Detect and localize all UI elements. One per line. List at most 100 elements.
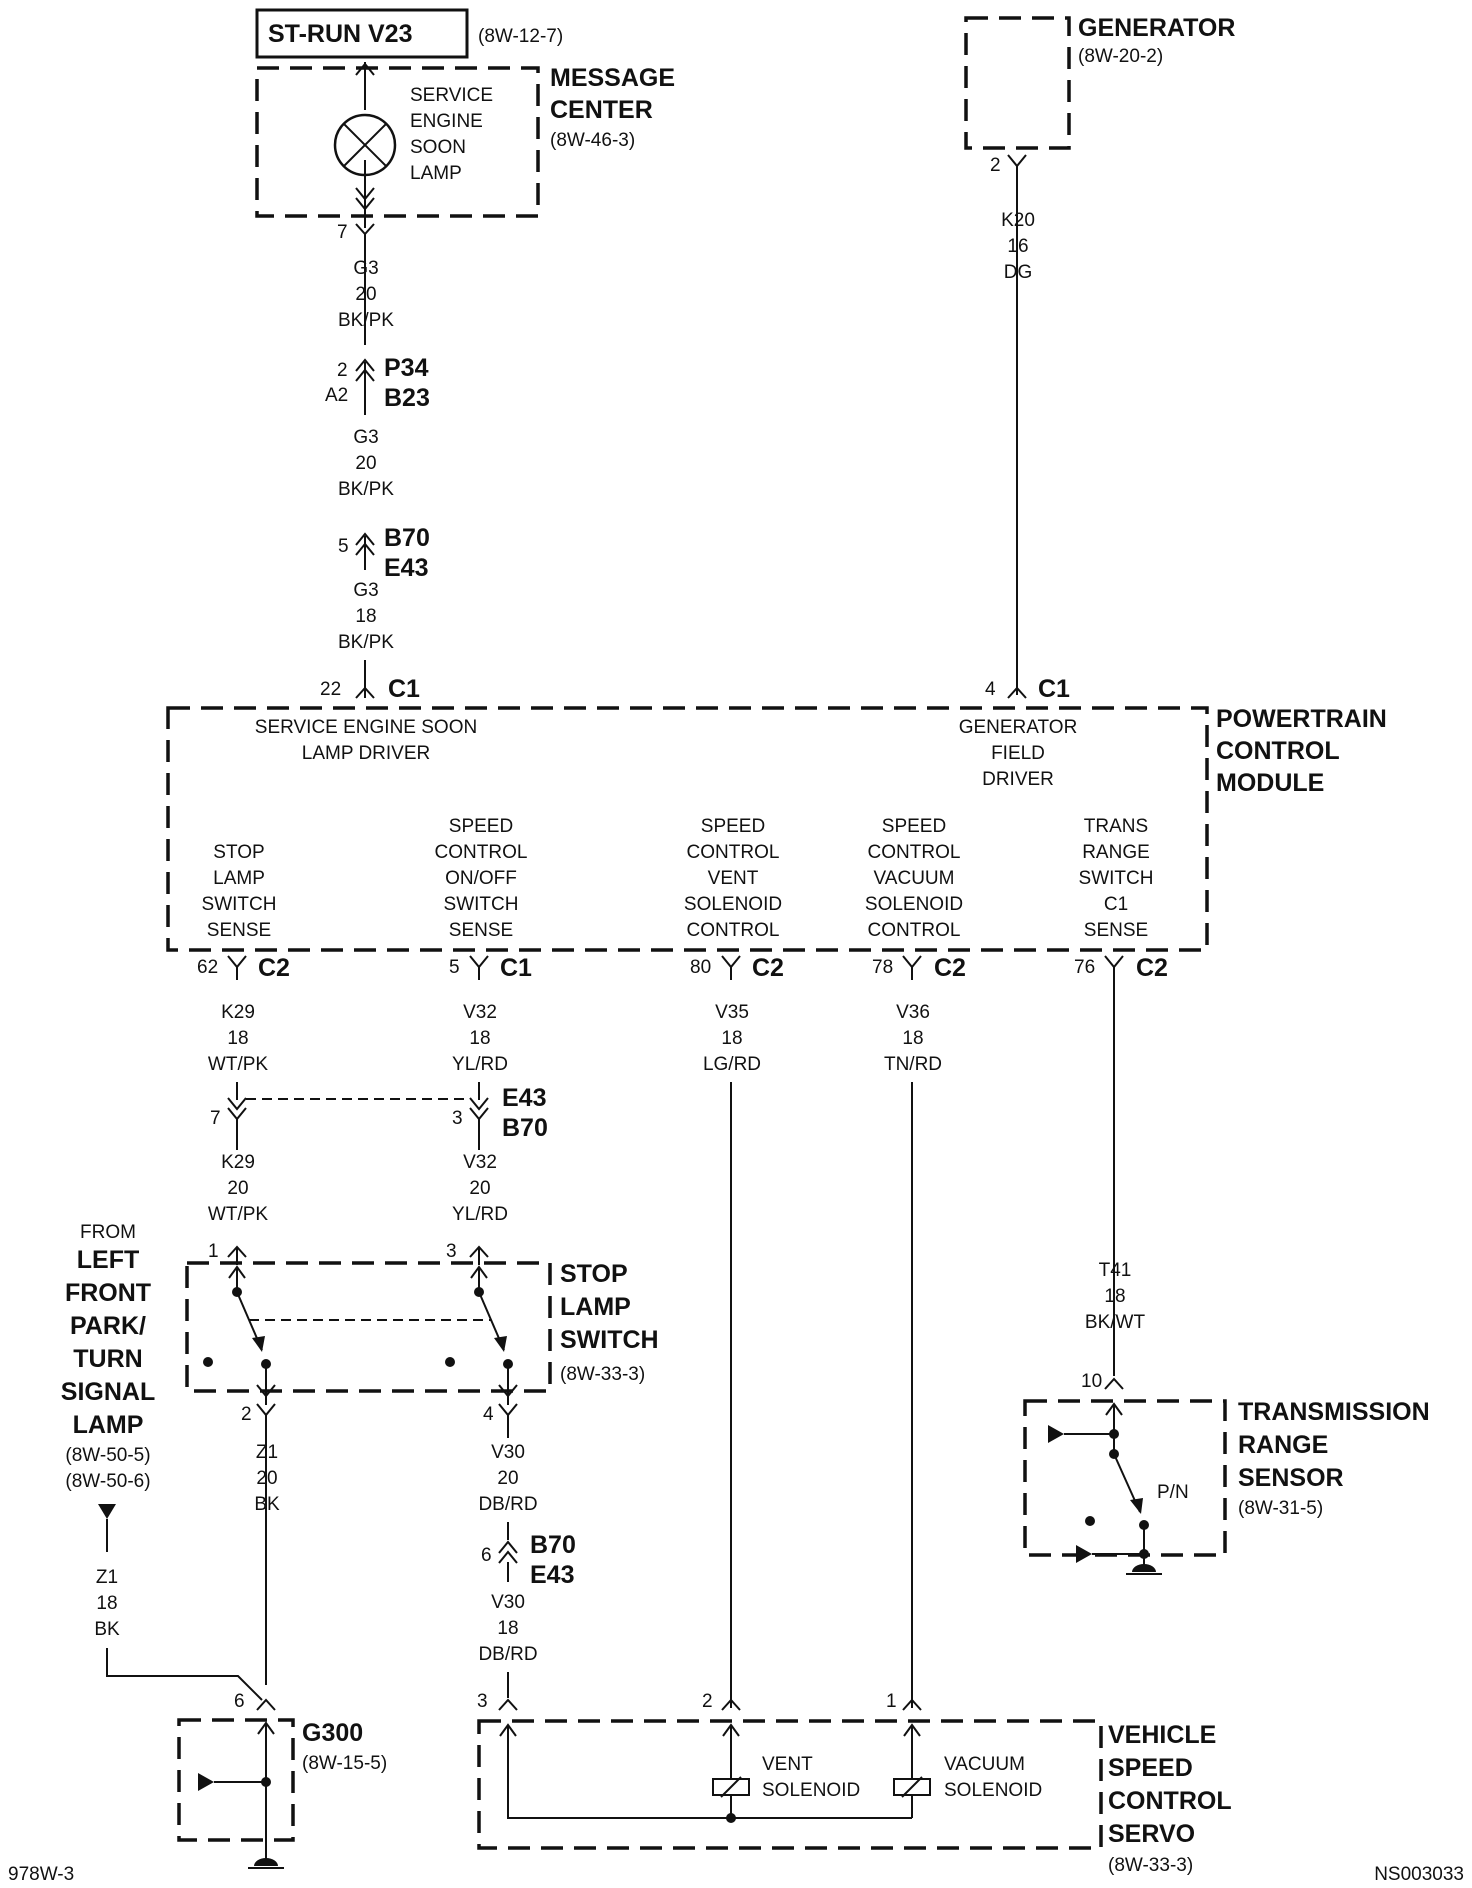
connector-female	[498, 1698, 922, 1711]
connector-female	[256, 1698, 276, 1711]
connector-name: C2	[752, 954, 784, 982]
st-run-label: ST-RUN V23	[268, 20, 412, 48]
connector-female	[355, 686, 375, 699]
wire-gauge: 20	[355, 284, 376, 305]
from-label: PARK/	[70, 1312, 146, 1340]
pin-number: 2	[990, 155, 1001, 176]
pin-number: 78	[872, 957, 893, 978]
pin-number: 1	[208, 1241, 219, 1262]
stop-lamp-switch-title: STOP	[560, 1260, 628, 1288]
g300-box	[177, 1718, 295, 1842]
pcm-input-label: ON/OFF	[445, 868, 517, 889]
pin-number: 10	[1081, 1371, 1102, 1392]
servo-box	[477, 1719, 1103, 1850]
g300-title: G300	[302, 1719, 363, 1747]
pcm-input-label: SPEED	[882, 816, 946, 837]
connector-fork	[498, 1403, 518, 1438]
inline-connector	[227, 1097, 247, 1150]
stop-lamp-switch-title: SWITCH	[560, 1326, 659, 1354]
connector-fork	[1104, 955, 1124, 1375]
pcm-title: POWERTRAIN	[1216, 705, 1387, 733]
connector-name: C2	[934, 954, 966, 982]
pcm-input-label: TRANS	[1084, 816, 1148, 837]
from-label: FRONT	[65, 1279, 151, 1307]
pin-number: 3	[452, 1108, 463, 1129]
servo-title: SPEED	[1108, 1754, 1193, 1782]
pcm-input-label: RANGE	[1082, 842, 1150, 863]
generator-box	[964, 16, 1071, 150]
switch-contact	[257, 1721, 275, 1860]
wire-gauge: 18	[1104, 1286, 1125, 1307]
trs-ref: (8W-31-5)	[1238, 1498, 1323, 1519]
pin-number: 5	[449, 957, 460, 978]
switch-arm-head	[252, 1336, 265, 1352]
wire-code: K20	[1001, 210, 1035, 231]
pcm-input-label: SPEED	[701, 816, 765, 837]
connector-fork	[256, 1403, 276, 1685]
solenoid-label: VENT	[762, 1754, 813, 1775]
splice-dot	[261, 1777, 271, 1787]
pcm-input-label: STOP	[213, 842, 264, 863]
trs-title: TRANSMISSION	[1238, 1398, 1430, 1426]
pin-number: 3	[446, 1241, 457, 1262]
servo-ref: (8W-33-3)	[1108, 1855, 1193, 1876]
pcm-input-label: LAMP	[213, 868, 265, 889]
connector-name: E43	[530, 1561, 574, 1589]
wire-code: G3	[353, 427, 378, 448]
source-arrow	[1048, 1425, 1064, 1443]
footer-right: NS003033	[1374, 1864, 1464, 1885]
stop-lamp-switch-box	[185, 1261, 552, 1393]
wire-gauge: 18	[355, 606, 376, 627]
pin-number: 76	[1074, 957, 1095, 978]
wire-code: G3	[353, 580, 378, 601]
from-ref: (8W-50-5)	[65, 1445, 150, 1466]
switch-contact	[499, 1723, 912, 1819]
from-ref: (8W-50-6)	[65, 1471, 150, 1492]
inline-connector	[355, 532, 375, 570]
st-run-ref: (8W-12-7)	[478, 26, 563, 47]
solenoid-label: VACUUM	[944, 1754, 1025, 1775]
wire-code: K29	[221, 1152, 255, 1173]
connector-name: B23	[384, 384, 430, 412]
from-label: LEFT	[77, 1246, 140, 1274]
lamp-label: LAMP	[410, 163, 462, 184]
wire-gauge: 18	[227, 1028, 248, 1049]
switch-arm-head	[494, 1336, 507, 1352]
solenoid-label: SOLENOID	[944, 1780, 1042, 1801]
connector-name: B70	[384, 524, 430, 552]
lamp-icon	[333, 113, 397, 177]
pcm-title: CONTROL	[1216, 737, 1340, 765]
servo-title: CONTROL	[1108, 1787, 1232, 1815]
pcm-input-label: CONTROL	[687, 842, 780, 863]
switch-contact	[1085, 1516, 1095, 1526]
pin-number: 3	[477, 1691, 488, 1712]
pcm-input-label: VENT	[708, 868, 759, 889]
connector-name: E43	[502, 1084, 546, 1112]
connector-fork	[469, 955, 489, 980]
pcm-input-label: SENSE	[207, 920, 271, 941]
wire-gauge: 20	[355, 453, 376, 474]
ground-icon	[1132, 1564, 1156, 1572]
pcm-input-label: CONTROL	[435, 842, 528, 863]
pcm-input-label: SENSE	[1084, 920, 1148, 941]
from-label: SIGNAL	[61, 1378, 155, 1406]
pcm-label: DRIVER	[982, 769, 1054, 790]
wire-gauge: 18	[902, 1028, 923, 1049]
wire-color: BK/PK	[338, 310, 394, 331]
solenoid-label: SOLENOID	[762, 1780, 860, 1801]
wire-code: V32	[463, 1152, 497, 1173]
splice-dot	[1139, 1549, 1149, 1559]
connector-name: C2	[258, 954, 290, 982]
pin-number: A2	[325, 385, 348, 406]
switch-contact	[445, 1357, 455, 1367]
ground-icon	[254, 1858, 278, 1866]
connector-female	[469, 1245, 489, 1265]
inline-connector	[498, 1522, 518, 1582]
g300-ref: (8W-15-5)	[302, 1753, 387, 1774]
switch-contact	[203, 1357, 213, 1367]
pcm-input-label: SWITCH	[444, 894, 519, 915]
wire-segment	[106, 1648, 263, 1701]
lamp-icon	[343, 123, 387, 167]
wire-color: LG/RD	[703, 1054, 761, 1075]
